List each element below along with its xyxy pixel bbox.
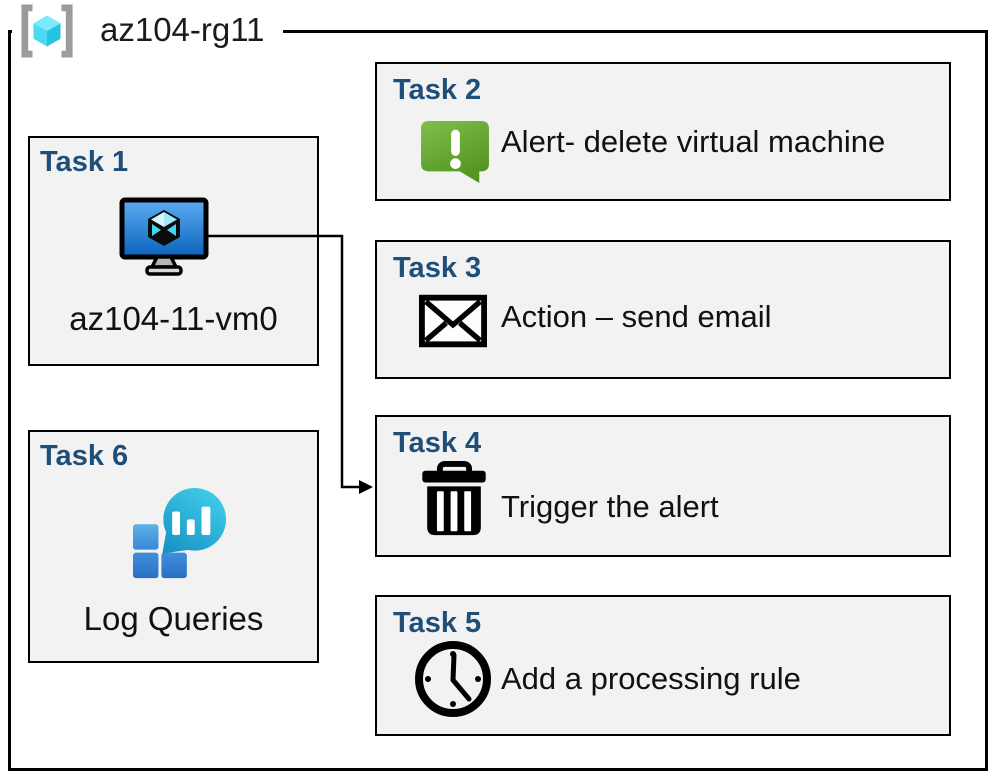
task-4-box: Task 4 Trigger the alert <box>375 415 951 557</box>
task-4-header: Task 4 <box>393 427 482 459</box>
trash-icon <box>422 461 487 539</box>
task-1-label: az104-11-vm0 <box>69 300 278 337</box>
resource-group-header: az104-rg11 <box>12 2 283 60</box>
task-2-header: Task 2 <box>393 74 482 106</box>
task-5-header: Task 5 <box>393 607 482 639</box>
task-1-header: Task 1 <box>40 146 129 178</box>
task-5-label: Add a processing rule <box>501 661 801 696</box>
log-analytics-icon <box>132 487 229 582</box>
task-5-box: Task 5 Add a processing rule <box>375 595 951 736</box>
task-1-box: Task 1 az104-11-vm0 <box>28 136 319 366</box>
task-4-label: Trigger the alert <box>501 489 719 524</box>
task-3-box: Task 3 Action – send email <box>375 240 951 379</box>
task-6-header: Task 6 <box>40 440 129 472</box>
alert-message-icon <box>419 119 491 185</box>
email-envelope-icon <box>419 294 487 348</box>
task-2-label: Alert- delete virtual machine <box>501 124 886 159</box>
clock-icon <box>414 640 492 718</box>
virtual-machine-icon <box>118 196 210 278</box>
task-6-label: Log Queries <box>83 600 264 637</box>
task-3-label: Action – send email <box>501 299 772 334</box>
task-2-box: Task 2 Alert- delete virtual machine <box>375 62 951 201</box>
resource-group-icon <box>16 3 78 59</box>
task-3-header: Task 3 <box>393 252 482 284</box>
resource-group-title: az104-rg11 <box>100 11 265 48</box>
task-6-box: Task 6 <box>28 430 319 663</box>
